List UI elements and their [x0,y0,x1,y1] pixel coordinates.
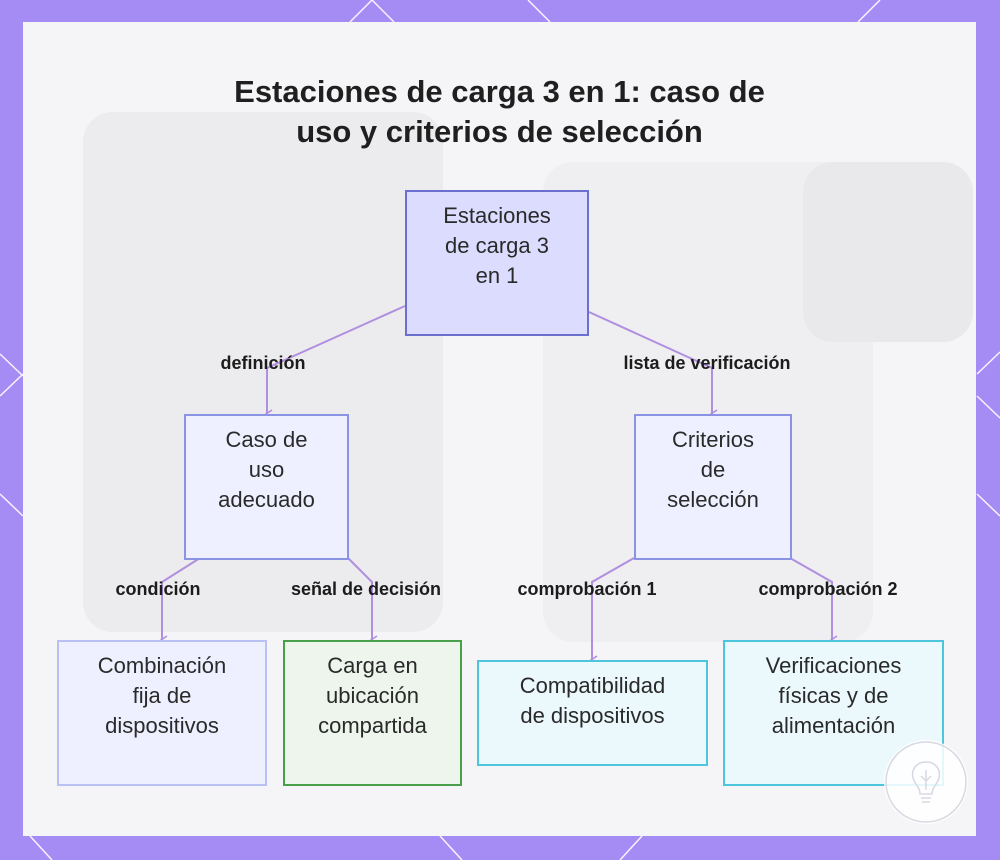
diagram-title: Estaciones de carga 3 en 1: caso de uso … [23,72,976,152]
node-use-case-line: Caso de [225,427,308,452]
node-use-case: Caso de uso adecuado [184,414,349,560]
edge-label-definition: definición [220,353,306,373]
node-shared-location-line: compartida [318,713,427,738]
node-criteria-line: de [700,457,726,482]
node-compatibility-line: Compatibilidad [519,673,666,698]
node-physical-checks-line: físicas y de [778,683,889,708]
node-fixed-combination: Combinación fija de dispositivos [57,640,267,786]
brand-logo [884,740,968,824]
edge-label-check-1: comprobación 1 [517,579,657,599]
node-root: Estaciones de carga 3 en 1 [405,190,589,336]
edge-decision-signal [347,557,378,645]
background-device [803,162,973,342]
node-criteria-line: Criterios [672,427,754,452]
node-fixed-combination-line: fija de [132,683,192,708]
node-fixed-combination-line: Combinación [97,653,227,678]
node-shared-location-line: Carga en [327,653,418,678]
edge-check-1 [589,557,635,665]
node-shared-location: Carga en ubicación compartida [283,640,462,786]
edge-label-checklist: lista de verificación [623,353,791,373]
title-line-2: uso y criterios de selección [296,114,703,149]
edge-label-decision-signal: señal de decisión [290,579,442,599]
edge-checklist [588,311,718,419]
node-use-case-line: adecuado [218,487,315,512]
edge-condition [159,557,201,645]
node-shared-location-line: ubicación [326,683,419,708]
node-fixed-combination-line: dispositivos [105,713,219,738]
title-line-1: Estaciones de carga 3 en 1: caso de [234,74,765,109]
node-root-line: de carga 3 [445,233,549,258]
edge-label-check-2: comprobación 2 [758,579,898,599]
node-root-line: en 1 [475,263,519,288]
node-physical-checks-line: alimentación [771,713,896,738]
node-criteria: Criterios de selección [634,414,792,560]
node-compatibility-line: de dispositivos [520,703,665,728]
edge-label-condition: condición [115,579,201,599]
node-criteria-line: selección [667,487,759,512]
lightbulb-icon [885,741,967,823]
edge-check-2 [789,557,838,645]
node-physical-checks-line: Verificaciones [765,653,902,678]
edge-definition [264,305,406,419]
node-compatibility: Compatibilidad de dispositivos [477,660,708,766]
node-root-line: Estaciones [443,203,551,228]
node-use-case-line: uso [248,457,285,482]
